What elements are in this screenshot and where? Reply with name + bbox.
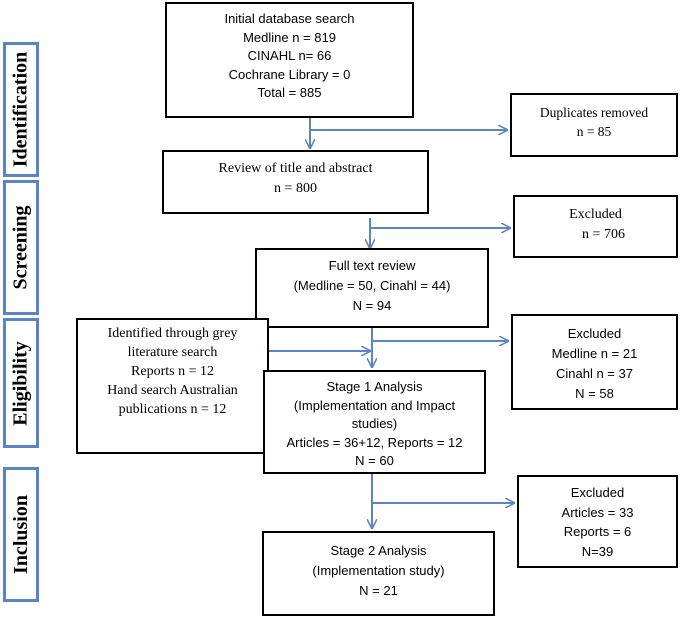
box-line: Duplicates removed	[539, 105, 649, 120]
grey-literature-box: Identified through grey literature searc…	[76, 318, 269, 454]
box-line: Excluded	[567, 326, 622, 341]
box-line: Total = 885	[257, 85, 322, 100]
box-line: Hand search Australian	[107, 383, 238, 398]
box-line: Full text review	[328, 258, 416, 273]
box-line: (Implementation study)	[312, 563, 445, 578]
box-line: N = 21	[359, 583, 398, 598]
title-abstract-box: Review of title and abstract n = 800	[162, 150, 429, 214]
box-line: literature search	[127, 345, 218, 360]
excluded-eligibility-box: Excluded Medline n = 21 Cinahl n = 37 N …	[511, 314, 678, 410]
excluded-inclusion-box: Excluded Articles = 33 Reports = 6 N=39	[517, 475, 678, 568]
excluded-screening-box: Excluded n = 706	[513, 195, 678, 258]
box-line: Stage 2 Analysis	[330, 543, 427, 558]
box-line: CINAHL n= 66	[247, 48, 332, 63]
box-line: Reports = 6	[563, 524, 632, 539]
box-line: Medline n = 21	[551, 346, 638, 361]
duplicates-box: Duplicates removed n = 85	[510, 93, 678, 157]
stage-screening: Screening	[3, 180, 39, 315]
box-line: N = 94	[352, 298, 392, 313]
stage2-analysis-box: Stage 2 Analysis (Implementation study) …	[262, 531, 495, 616]
box-line: studies)	[351, 416, 398, 431]
box-line: publications n = 12	[118, 402, 227, 417]
box-line: Articles = 36+12, Reports = 12	[286, 434, 463, 450]
box-line: Articles = 33	[561, 504, 634, 520]
box-line: (Implementation and Impact	[293, 397, 456, 413]
box-line: n = 706	[582, 227, 625, 242]
box-line: Reports n = 12	[131, 364, 214, 379]
box-line: Excluded	[570, 485, 625, 500]
stage1-analysis-box: Stage 1 Analysis (Implementation and Imp…	[263, 370, 486, 474]
box-line: n = 800	[274, 181, 317, 196]
box-line: Review of title and abstract	[218, 161, 373, 176]
initial-search-box: Initial database search Medline n = 819 …	[165, 2, 414, 118]
box-line: N = 58	[575, 386, 614, 401]
box-line: N = 60	[355, 453, 394, 468]
box-line: Cinahl n = 37	[556, 366, 633, 381]
box-line: n = 85	[576, 124, 612, 139]
box-line: Medline n = 819	[243, 29, 336, 45]
full-text-box: Full text review (Medline = 50, Cinahl =…	[255, 248, 489, 328]
stage-identification: Identification	[3, 42, 39, 177]
box-line: N=39	[581, 543, 614, 559]
box-line: Stage 1 Analysis	[326, 379, 423, 394]
box-line: Cochrane Library = 0	[228, 66, 351, 82]
stage-eligibility: Eligibility	[3, 318, 39, 448]
box-line: (Medline = 50, Cinahl = 44)	[293, 278, 451, 293]
box-line: Excluded	[569, 207, 622, 222]
box-line: Initial database search	[224, 11, 355, 26]
box-line: Identified through grey	[107, 326, 238, 341]
stage-inclusion: Inclusion	[3, 467, 39, 602]
